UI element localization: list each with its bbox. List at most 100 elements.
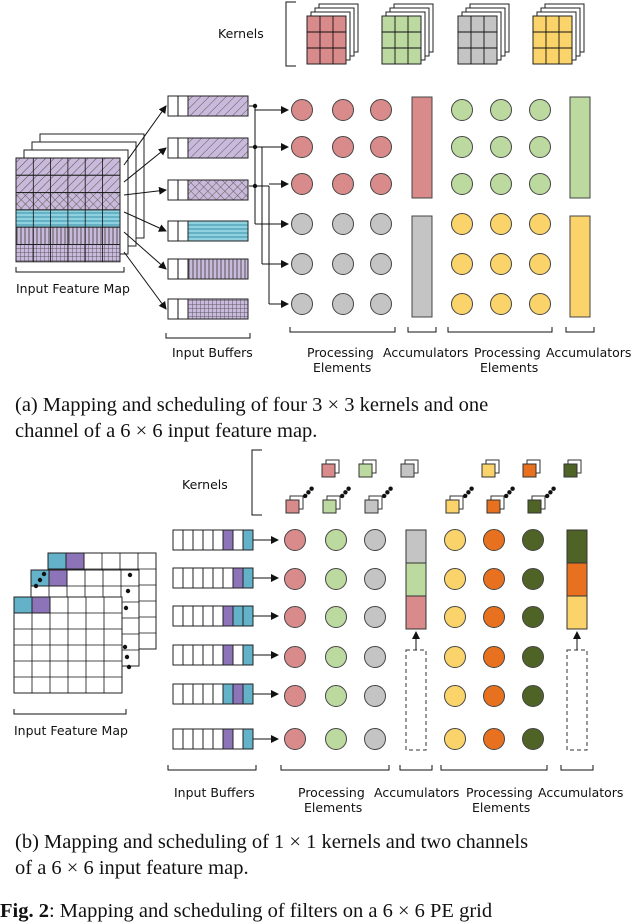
kernel-1x1 [364, 499, 379, 514]
pe-label-b1-line2: Elements [304, 800, 362, 815]
processing-element-b [364, 529, 386, 551]
input-buffer-cell-b [242, 683, 254, 705]
kernel-ellipsis-dot [551, 486, 556, 491]
processing-element-b [325, 568, 347, 590]
pe-brace-b2 [440, 765, 548, 771]
map-ellipsis-dot [125, 588, 131, 594]
processing-element-b [325, 646, 347, 668]
processing-element [370, 99, 392, 121]
map-ellipsis-dot [124, 654, 130, 660]
processing-element-b [325, 606, 347, 628]
kernel-ellipsis-dot [382, 493, 387, 499]
processing-element-b [483, 529, 505, 551]
processing-element-b [325, 685, 347, 707]
input-buffer-cell-b [222, 644, 234, 666]
feature-map-cell-purple [31, 596, 51, 614]
acc-brace-a1 [407, 327, 437, 333]
accumulator-segment [566, 562, 588, 597]
processing-element-b [444, 685, 466, 707]
feature-map-cell-purple [65, 552, 85, 570]
processing-element [529, 173, 551, 195]
processing-element [370, 213, 392, 235]
processing-element [332, 136, 354, 158]
feature-map-cell-teal [13, 596, 33, 614]
processing-element-b [522, 529, 544, 551]
processing-element-b [284, 568, 306, 590]
input-buffer-fill [187, 95, 249, 117]
feature-map-cell-teal [47, 552, 67, 570]
input-buffer-fill [187, 220, 249, 242]
input-buffer-cell-b [172, 683, 184, 705]
pe-label-a2-line1: Processing [474, 345, 541, 360]
input-buffers-label-b: Input Buffers [174, 785, 255, 800]
input-buffer-cell-b [222, 567, 234, 589]
accumulator [411, 96, 433, 199]
input-buffer-fill [187, 179, 249, 201]
kernel-stack-layer [306, 15, 347, 65]
processing-element [529, 136, 551, 158]
input-buffer-cell-b [212, 567, 224, 589]
processing-element-b [444, 606, 466, 628]
map-to-buffer-arrow [123, 251, 167, 310]
processing-element [451, 213, 473, 235]
map-ellipsis-dot [122, 644, 128, 650]
processing-element-b [284, 728, 306, 750]
input-buffer-cell-b [192, 728, 204, 750]
input-buffer-cell-b [172, 728, 184, 750]
kernel-ellipsis-dot [385, 490, 390, 495]
processing-element-b [284, 606, 306, 628]
input-buffer-fill [187, 258, 249, 280]
processing-element [529, 99, 551, 121]
input-buffer-cell-b [242, 605, 254, 627]
input-buffer-cell-b [242, 567, 254, 589]
caption-b-line1: (b) Mapping and scheduling of 1 × 1 kern… [15, 831, 529, 853]
processing-element [529, 213, 551, 235]
caption-a-line1: (a) Mapping and scheduling of four 3 × 3… [15, 394, 489, 416]
input-buffer-cell-b [202, 567, 214, 589]
processing-element [451, 293, 473, 315]
input-buffer-cell-b [192, 529, 204, 551]
input-buffer-cell-b [222, 605, 234, 627]
input-buffer-cell-b [172, 644, 184, 666]
pe-label-a1-line1: Processing [307, 345, 374, 360]
processing-element [451, 253, 473, 275]
processing-element [529, 293, 551, 315]
kernels-label-a: Kernels [218, 26, 264, 41]
kernel-1x1 [522, 463, 537, 478]
kernel-ellipsis-dot [309, 486, 314, 491]
accumulator-empty [405, 649, 427, 751]
processing-element [291, 253, 313, 275]
input-buffer-cell-b [212, 605, 224, 627]
pe-label-a2-line2: Elements [480, 360, 538, 375]
kernel-1x1 [285, 499, 300, 514]
caption-b-line2: of a 6 × 6 input feature map. [15, 857, 249, 879]
processing-element [332, 253, 354, 275]
acc-label-b2: Accumulators [538, 785, 623, 800]
map-ellipsis-dot [127, 572, 133, 578]
processing-element-b [444, 568, 466, 590]
processing-element-b [483, 646, 505, 668]
processing-element [451, 136, 473, 158]
input-buffer-cell-b [242, 644, 254, 666]
accumulator [569, 215, 591, 318]
kernel-ellipsis-dot [303, 493, 308, 499]
processing-element [370, 173, 392, 195]
input-feature-map-label-b: Input Feature Map [14, 723, 128, 738]
processing-element-b [364, 568, 386, 590]
input-buffer-cell-b [182, 605, 194, 627]
map-to-buffer-arrow [123, 231, 167, 270]
input-buffers-brace-b [167, 765, 257, 771]
processing-element [529, 253, 551, 275]
input-buffer-cell-b [232, 605, 244, 627]
processing-element-b [444, 646, 466, 668]
kernel-ellipsis-dot [466, 490, 471, 495]
input-buffer-cell-b [182, 644, 194, 666]
input-buffers-label-a: Input Buffers [172, 345, 253, 360]
accumulator-segment [405, 529, 427, 564]
map-to-buffer-arrow [123, 211, 167, 232]
processing-element-b [522, 646, 544, 668]
kernel-1x1 [400, 463, 415, 478]
kernels-label-b: Kernels [182, 477, 228, 492]
pe-brace-a2 [447, 327, 553, 333]
input-buffer-cell-b [192, 644, 204, 666]
